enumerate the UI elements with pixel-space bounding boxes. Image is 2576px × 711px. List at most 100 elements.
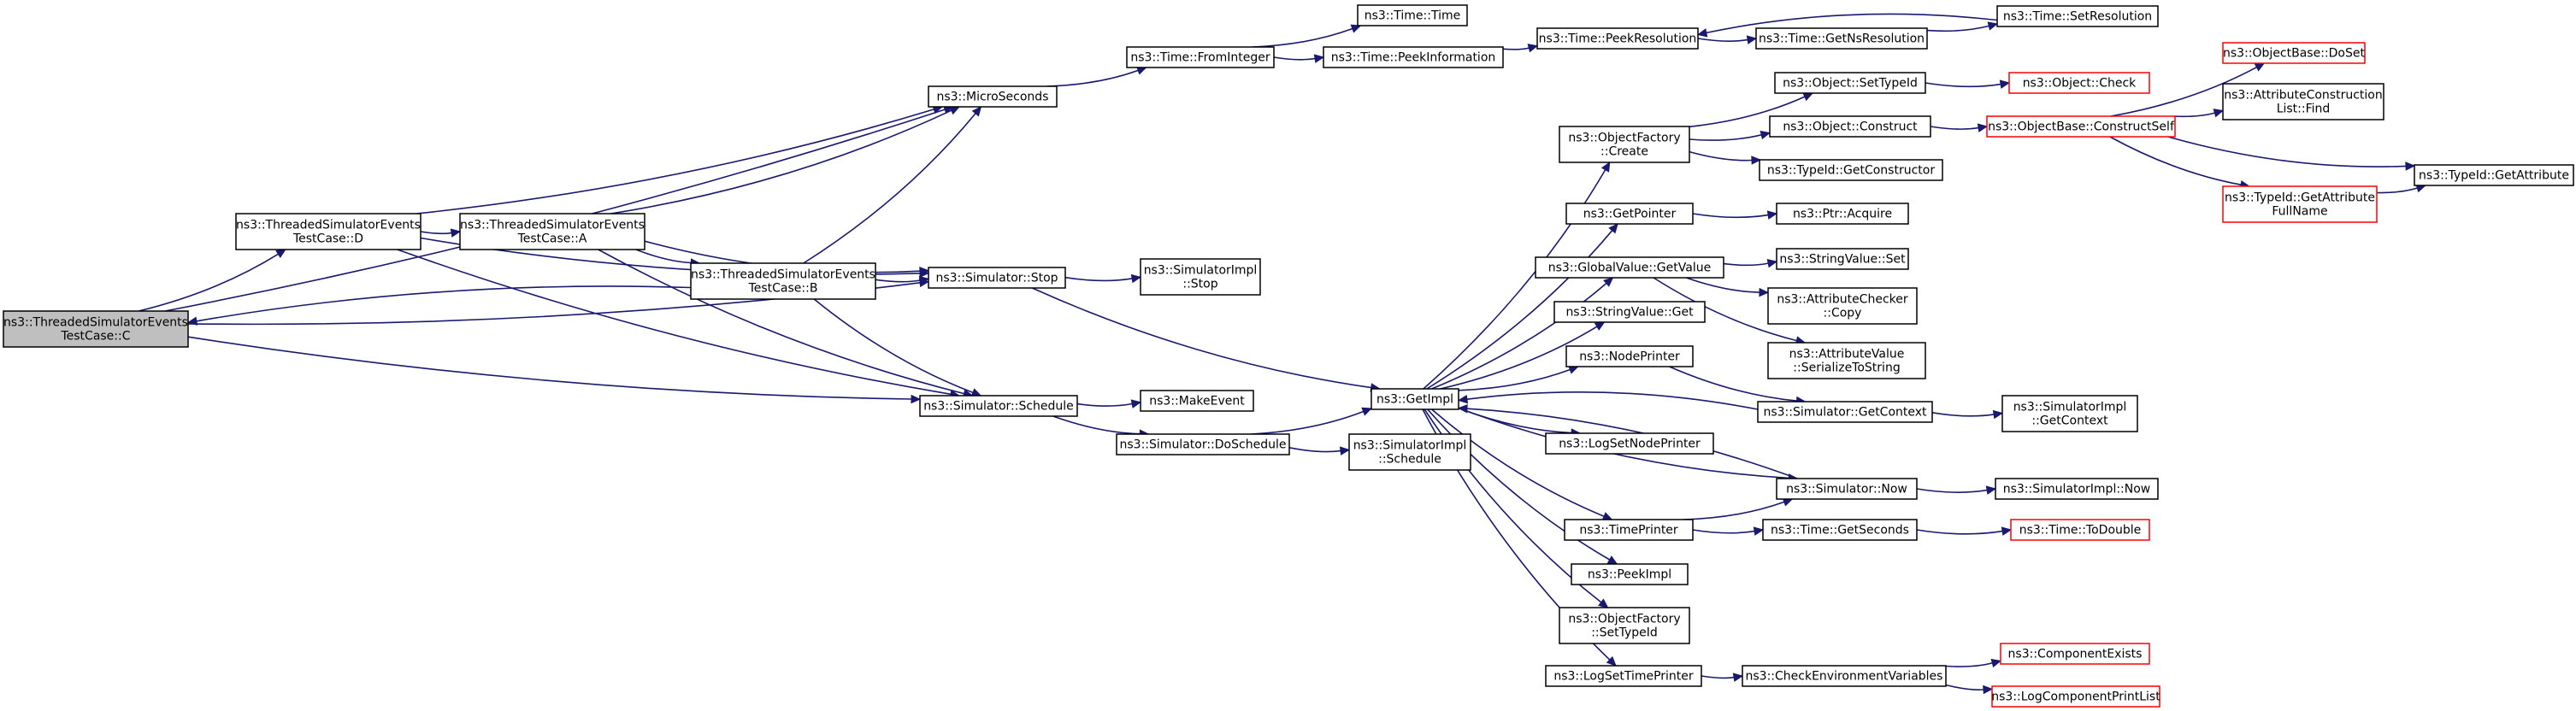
- node-label: ns3::Object::Construct: [1783, 120, 1918, 134]
- graph-node-logsettime[interactable]: ns3::LogSetTimePrinter: [1545, 665, 1702, 687]
- node-label: ns3::Time::GetNsResolution: [1759, 32, 1925, 46]
- edge-getimpl-to-nodeprinter: [1458, 365, 1579, 391]
- edge-line: [1427, 408, 1611, 561]
- edge-line: [1064, 276, 1133, 282]
- node-label: ns3::ThreadedSimulatorEvents: [691, 268, 875, 282]
- graph-node-getctx[interactable]: ns3::Simulator::GetContext: [1757, 401, 1933, 423]
- graph-node-logcomplist[interactable]: ns3::LogComponentPrintList: [1991, 685, 2160, 708]
- edge-line: [1689, 150, 1753, 162]
- node-box: [1776, 203, 1909, 225]
- graph-node-fromint[interactable]: ns3::Time::FromInteger: [1126, 46, 1275, 68]
- edge-line: [2109, 136, 2242, 185]
- graph-node-compexists[interactable]: ns3::ComponentExists: [2000, 643, 2150, 665]
- graph-node-peekimpl[interactable]: ns3::PeekImpl: [1571, 563, 1689, 585]
- graph-node-simimplnow[interactable]: ns3::SimulatorImpl::Now: [1995, 478, 2159, 500]
- edge-setres-to-peekres: [1696, 13, 1998, 38]
- graph-node-objcheck[interactable]: ns3::Object::Check: [2008, 72, 2150, 94]
- edge-getimpl-to-ofcreate: [1423, 161, 1611, 390]
- graph-node-gvget[interactable]: ns3::GlobalValue::GetValue: [1535, 256, 1724, 279]
- edge-gvget-to-svset: [1723, 259, 1778, 268]
- graph-node-simimplctx[interactable]: ns3::SimulatorImpl::GetContext: [2001, 395, 2138, 432]
- graph-node-dosched[interactable]: ns3::Simulator::DoSchedule: [1116, 433, 1290, 455]
- graph-node-ofsettypeid[interactable]: ns3::ObjectFactory::SetTypeId: [1559, 607, 1690, 644]
- edge-fromint-to-ttime: [1252, 24, 1362, 48]
- node-box: [1564, 519, 1694, 541]
- graph-node-stop[interactable]: ns3::Simulator::Stop: [928, 267, 1066, 289]
- arrowhead-icon: [919, 267, 930, 276]
- node-label: ns3::TypeId::GetAttribute: [2419, 169, 2569, 183]
- graph-node-ofcreate[interactable]: ns3::ObjectFactory::Create: [1559, 126, 1690, 163]
- arrowhead-icon: [2001, 526, 2013, 536]
- graph-node-timeprinter[interactable]: ns3::TimePrinter: [1564, 519, 1694, 541]
- graph-node-makeevent[interactable]: ns3::MakeEvent: [1140, 390, 1254, 412]
- graph-node-getseconds[interactable]: ns3::Time::GetSeconds: [1762, 519, 1918, 541]
- node-label: ::Copy: [1824, 307, 1862, 320]
- graph-node-simimplsched[interactable]: ns3::SimulatorImpl::Schedule: [1348, 433, 1471, 471]
- graph-node-micro[interactable]: ns3::MicroSeconds: [928, 85, 1058, 108]
- edge-getimpl-to-gvget: [1431, 277, 1614, 390]
- node-label: ns3::Time::ToDouble: [2019, 524, 2142, 538]
- graph-node-logsetnode[interactable]: ns3::LogSetNodePrinter: [1545, 432, 1714, 455]
- edge-line: [1466, 391, 1759, 410]
- node-label: ns3::SimulatorImpl: [1144, 264, 1258, 278]
- graph-node-svset[interactable]: ns3::StringValue::Set: [1776, 248, 1909, 270]
- graph-node-ptracquire[interactable]: ns3::Ptr::Acquire: [1776, 203, 1909, 225]
- graph-node-getimpl[interactable]: ns3::GetImpl: [1371, 388, 1459, 410]
- node-label: ns3::Simulator::DoSchedule: [1120, 438, 1287, 452]
- edge-getimpl-to-peekimpl: [1427, 408, 1618, 565]
- graph-node-settypeid[interactable]: ns3::Object::SetTypeId: [1774, 72, 1926, 94]
- edge-line: [1945, 662, 1993, 667]
- arrowhead-icon: [1457, 394, 1469, 404]
- edge-line: [1916, 488, 1988, 493]
- node-box: [2000, 643, 2150, 665]
- graph-node-svget[interactable]: ns3::StringValue::Get: [1553, 301, 1706, 323]
- node-label: ns3::Simulator::Stop: [935, 272, 1058, 285]
- arrowhead-icon: [1746, 35, 1758, 44]
- graph-node-avser[interactable]: ns3::AttributeValue::SerializeToString: [1767, 342, 1926, 379]
- graph-node-simnow[interactable]: ns3::Simulator::Now: [1776, 478, 1918, 500]
- graph-node-todouble[interactable]: ns3::Time::ToDouble: [2010, 519, 2150, 541]
- node-box: [1559, 607, 1690, 644]
- node-box: [1774, 72, 1926, 94]
- arrowhead-icon: [1339, 446, 1351, 455]
- graph-node-getns[interactable]: ns3::Time::GetNsResolution: [1755, 27, 1928, 50]
- graph-node-peekinfo[interactable]: ns3::Time::PeekInformation: [1323, 46, 1504, 68]
- graph-node-accopy[interactable]: ns3::AttributeChecker::Copy: [1767, 287, 1918, 325]
- graph-node-sched[interactable]: ns3::Simulator::Schedule: [919, 395, 1078, 417]
- node-box: [1357, 4, 1468, 26]
- graph-node-nodeprinter[interactable]: ns3::NodePrinter: [1565, 345, 1694, 367]
- edge-line: [1945, 684, 1984, 690]
- node-label: ns3::LogSetTimePrinter: [1553, 670, 1694, 684]
- graph-node-peekres[interactable]: ns3::Time::PeekResolution: [1536, 27, 1699, 50]
- edge-b-to-c: [186, 285, 692, 326]
- node-label: ns3::AttributeConstruction: [2224, 89, 2382, 103]
- node-box: [1348, 433, 1471, 471]
- graph-node-getctor[interactable]: ns3::TypeId::GetConstructor: [1759, 159, 1943, 181]
- node-box: [3, 310, 189, 348]
- graph-node-ttime[interactable]: ns3::Time::Time: [1357, 4, 1468, 26]
- node-box: [1755, 27, 1928, 50]
- graph-node-constructself[interactable]: ns3::ObjectBase::ConstructSelf: [1986, 115, 2176, 138]
- node-box: [1767, 342, 1926, 379]
- node-label: ns3::Ptr::Acquire: [1793, 208, 1892, 221]
- node-box: [919, 395, 1078, 417]
- graph-node-getattr[interactable]: ns3::TypeId::GetAttribute: [2414, 164, 2574, 186]
- graph-node-simimplstop[interactable]: ns3::SimulatorImpl::Stop: [1140, 258, 1261, 296]
- node-label: ns3::ObjectFactory: [1568, 132, 1680, 145]
- node-box: [1565, 345, 1694, 367]
- node-box: [1126, 46, 1275, 68]
- edge-getseconds-to-todouble: [1916, 526, 2013, 536]
- graph-node-checkenv[interactable]: ns3::CheckEnvironmentVariables: [1742, 665, 1947, 687]
- graph-node-doset[interactable]: ns3::ObjectBase::DoSet: [2222, 42, 2366, 64]
- graph-node-objconstruct[interactable]: ns3::Object::Construct: [1769, 115, 1931, 138]
- graph-node-getpointer[interactable]: ns3::GetPointer: [1565, 203, 1694, 225]
- node-box: [1140, 258, 1261, 296]
- graph-node-setres[interactable]: ns3::Time::SetResolution: [1996, 5, 2159, 27]
- edge-line: [1701, 675, 1735, 679]
